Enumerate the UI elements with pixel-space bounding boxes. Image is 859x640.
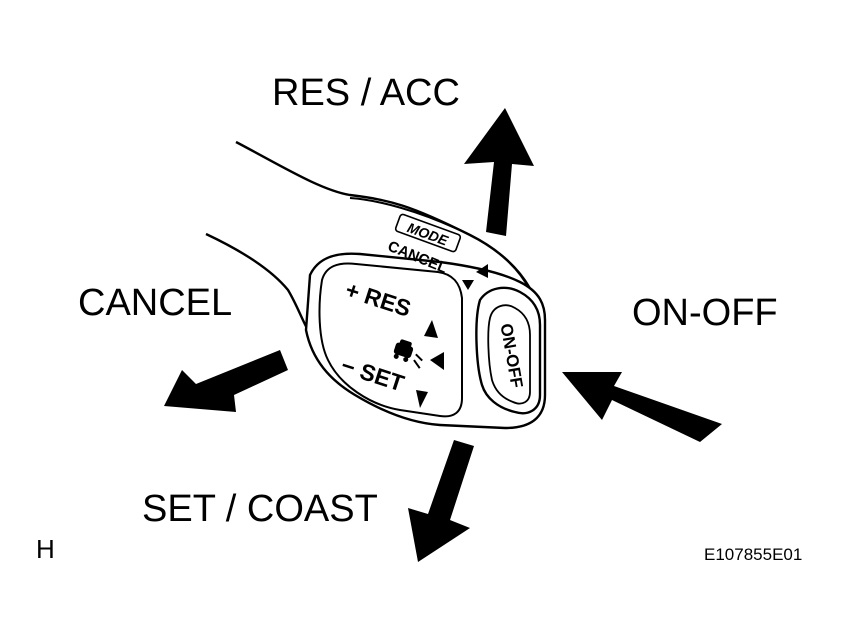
res-acc-arrow-icon: [464, 108, 534, 236]
on-off-arrow-icon: [562, 372, 722, 442]
on-off-button-face: [487, 304, 531, 405]
mode-label-box: [394, 213, 462, 253]
cancel-down-triangle-icon: [462, 280, 474, 290]
view-letter-label: H: [36, 534, 55, 564]
cancel-triangle-icon: [476, 264, 488, 278]
lever-head-top-ridge: [349, 197, 531, 289]
res-acc-label: RES / ACC: [272, 72, 460, 114]
on-off-label: ON-OFF: [632, 292, 778, 334]
cancel-arrow-icon: [164, 350, 288, 412]
lever-side-panel: [318, 262, 463, 418]
cruise-car-icon: [393, 339, 423, 369]
set-coast-label: SET / COAST: [142, 488, 378, 530]
res-up-triangle-icon: [424, 320, 438, 338]
cancel-label: CANCEL: [78, 282, 233, 324]
cruise-left-triangle-icon: [430, 352, 444, 370]
set-coast-arrow-icon: [408, 440, 474, 562]
figure-code-label: E107855E01: [704, 545, 803, 564]
set-down-triangle-icon: [416, 390, 428, 408]
